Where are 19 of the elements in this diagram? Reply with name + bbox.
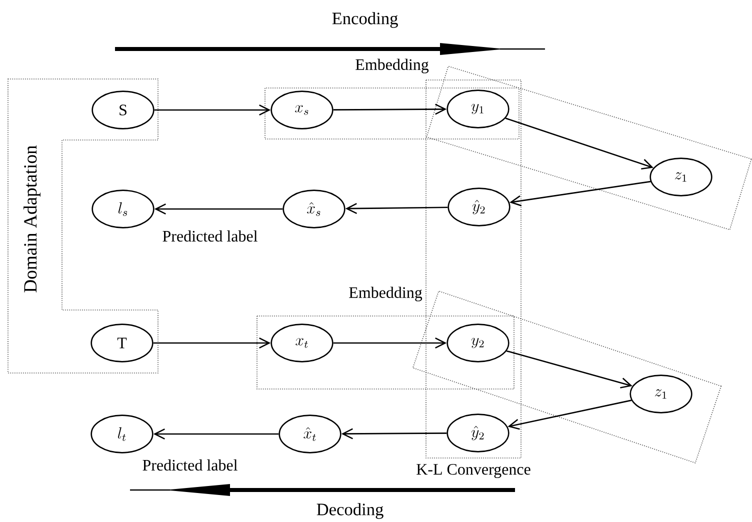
arrow — [345, 202, 448, 214]
arrow — [153, 337, 271, 349]
node-label: K-L Convergence — [416, 464, 530, 478]
arrow — [506, 350, 632, 388]
arrow — [153, 428, 279, 440]
arrow — [333, 104, 447, 115]
arrow — [154, 203, 283, 215]
arrow — [333, 337, 447, 349]
arrow — [341, 428, 447, 440]
arrow — [508, 400, 632, 430]
arrow — [509, 180, 651, 206]
node-caption: Predicted label — [162, 230, 258, 242]
arrow — [505, 118, 654, 170]
node-label: Embedding — [349, 286, 422, 302]
direction-label: Encoding — [332, 12, 398, 28]
direction-label: Decoding — [316, 503, 384, 519]
node-caption: Predicted label — [142, 459, 238, 471]
node-label: Embedding — [356, 58, 429, 74]
arrow — [154, 104, 271, 116]
